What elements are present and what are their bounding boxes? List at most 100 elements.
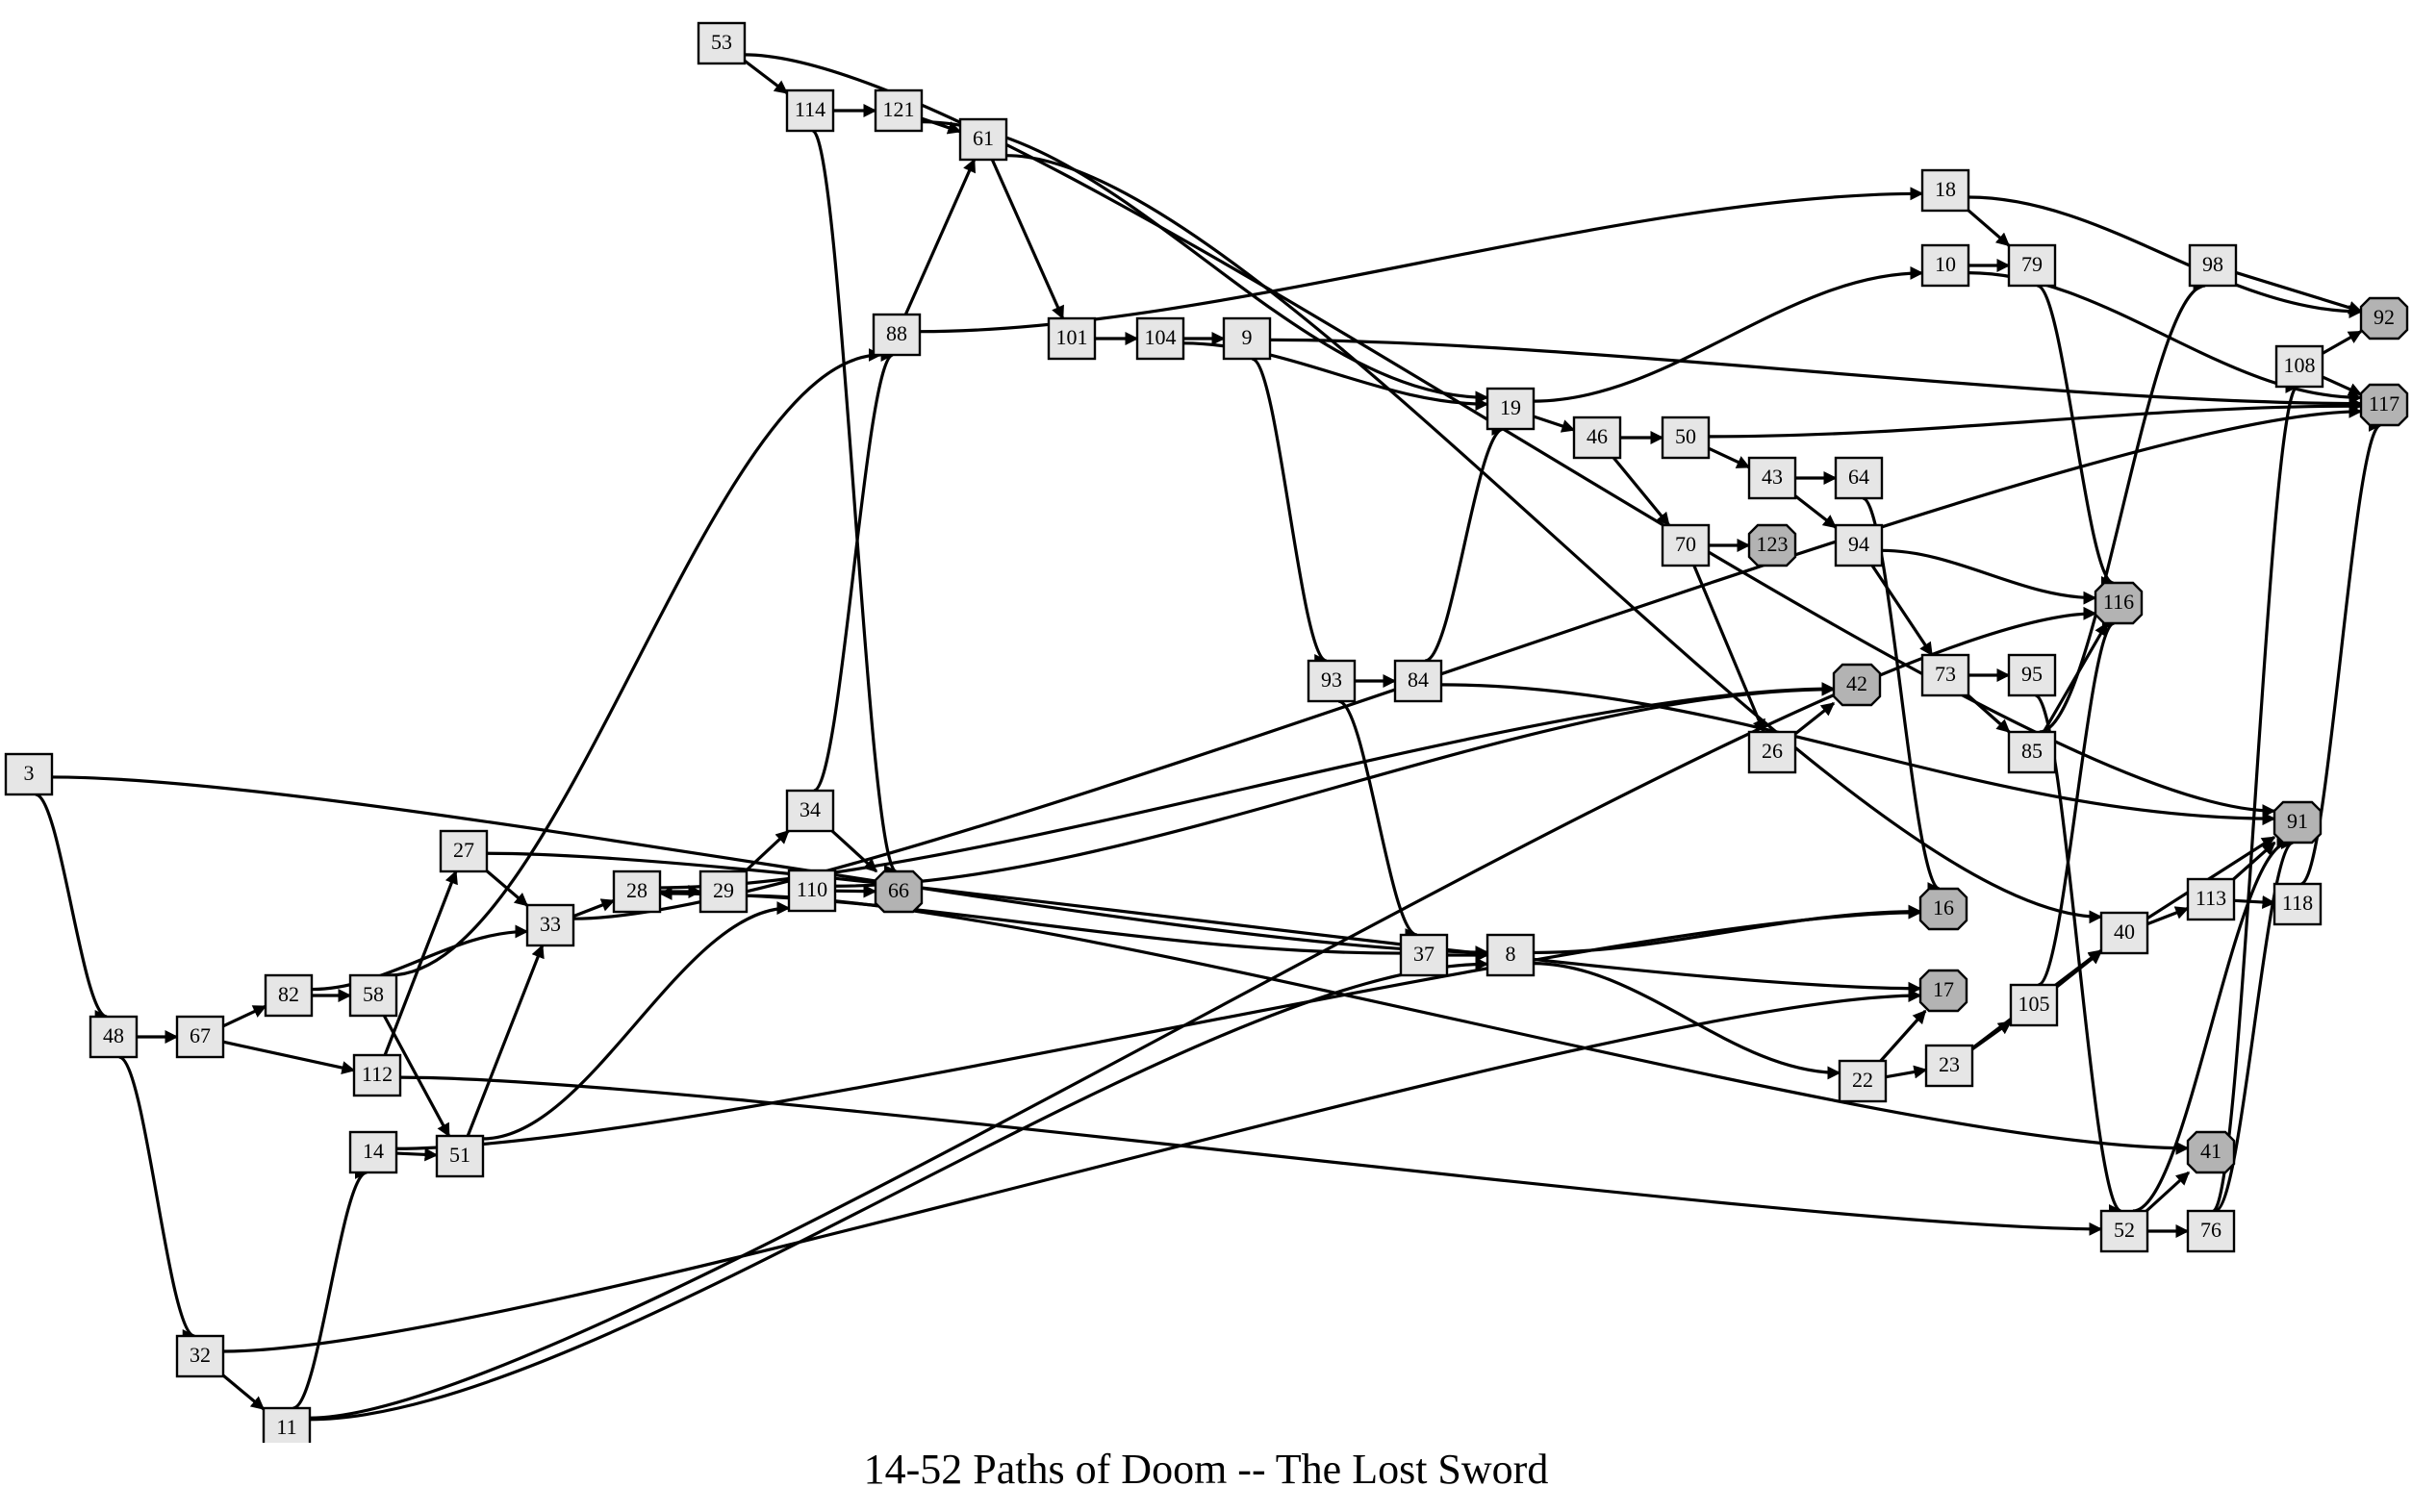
edge-94-to-73 <box>1870 565 1934 657</box>
node-label: 85 <box>2021 739 2043 763</box>
node-label: 113 <box>2196 886 2226 910</box>
node-label: 23 <box>1939 1052 1960 1076</box>
node-label: 48 <box>103 1023 124 1047</box>
edge-43-to-94 <box>1794 494 1838 529</box>
section-node-box <box>1661 523 1711 567</box>
node-label: 116 <box>2103 590 2134 614</box>
node-label: 42 <box>1846 671 1867 695</box>
section-node: 79 <box>2007 243 2057 288</box>
section-node: 108 <box>2274 344 2324 389</box>
ending-node: 123 <box>1747 523 1797 567</box>
node-label: 84 <box>1408 668 1429 692</box>
edge-19-to-10 <box>1533 265 1924 403</box>
section-node-box <box>1222 316 1272 361</box>
section-node: 9 <box>1222 316 1272 361</box>
section-node: 3 <box>4 752 54 796</box>
edge-8-to-16 <box>1533 904 1922 955</box>
edge-112-to-52 <box>399 1075 2103 1236</box>
node-label: 10 <box>1935 252 1956 276</box>
section-node-box <box>785 88 835 133</box>
section-node: 43 <box>1747 456 1797 500</box>
edge-58-to-51 <box>382 1015 451 1138</box>
edge-88-to-18 <box>919 187 1924 334</box>
section-node-box <box>1399 933 1449 977</box>
section-node: 95 <box>2007 653 2057 697</box>
ending-node: 116 <box>2094 581 2144 625</box>
edge-52-to-91 <box>2132 836 2291 1213</box>
edge-48-to-32 <box>118 1055 196 1343</box>
section-node-box <box>1485 387 1536 431</box>
edge-27-to-33 <box>485 869 529 907</box>
edge-84-to-19 <box>1424 422 1506 663</box>
node-label: 41 <box>2200 1139 2222 1163</box>
section-node-box <box>612 869 662 914</box>
edge-9-to-117 <box>1269 338 2363 411</box>
edge-33-to-117 <box>572 404 2363 920</box>
node-label: 76 <box>2200 1218 2222 1242</box>
node-label: 40 <box>2114 920 2135 944</box>
node-label: 70 <box>1675 532 1696 556</box>
node-label: 98 <box>2202 252 2223 276</box>
section-node: 101 <box>1047 316 1097 361</box>
node-label: 37 <box>1413 942 1435 966</box>
section-node: 82 <box>264 973 314 1018</box>
section-node-box <box>1135 316 1185 361</box>
section-node: 53 <box>697 21 747 65</box>
node-label: 64 <box>1848 465 1869 489</box>
node-label: 50 <box>1675 424 1696 448</box>
section-node: 46 <box>1572 416 1622 460</box>
edge-22-to-17 <box>1879 1009 1927 1063</box>
node-label: 79 <box>2021 252 2043 276</box>
ending-node-box <box>1918 969 1968 1013</box>
ending-node-box <box>2359 383 2409 427</box>
ending-node: 117 <box>2359 383 2409 427</box>
node-label: 18 <box>1935 177 1956 201</box>
node-label: 93 <box>1321 668 1342 692</box>
section-node-box <box>958 117 1008 162</box>
section-node-box <box>1924 1044 1974 1088</box>
node-label: 22 <box>1852 1068 1873 1092</box>
section-node-box <box>1838 1059 1888 1103</box>
edge-19-to-46 <box>1533 415 1576 433</box>
section-node: 40 <box>2099 911 2149 955</box>
section-node: 32 <box>175 1334 225 1378</box>
section-node-box <box>2186 1209 2236 1253</box>
node-label: 58 <box>363 982 384 1006</box>
diagram-title: 14-52 Paths of Doom -- The Lost Sword <box>863 1446 1549 1493</box>
node-label: 17 <box>1933 977 1954 1001</box>
section-node-box <box>352 1053 402 1097</box>
edge-34-to-88 <box>813 348 895 793</box>
ending-node-box <box>1747 523 1797 567</box>
edge-8-to-22 <box>1533 961 1841 1080</box>
node-label: 29 <box>713 878 734 902</box>
edge-27-to-17 <box>486 851 1922 995</box>
node-label: 110 <box>797 877 827 901</box>
section-node: 113 <box>2186 877 2236 921</box>
node-label: 43 <box>1762 465 1783 489</box>
edge-108-to-117 <box>2322 375 2363 396</box>
edge-61-to-101 <box>990 159 1065 320</box>
section-node-box <box>89 1015 139 1059</box>
node-label: 118 <box>2282 891 2313 915</box>
edge-11-to-116 <box>309 606 2097 1420</box>
section-node-box <box>1485 933 1536 977</box>
edge-67-to-82 <box>222 1004 267 1028</box>
node-label: 121 <box>883 97 915 121</box>
node-label: 73 <box>1935 662 1956 686</box>
edge-64-to-16 <box>1862 496 1942 895</box>
node-label: 92 <box>2374 305 2395 329</box>
edge-61-to-40 <box>1005 154 2103 924</box>
ending-node: 16 <box>1918 887 1968 931</box>
section-node-box <box>1047 316 1097 361</box>
node-label: 11 <box>276 1415 296 1439</box>
node-label: 94 <box>1848 532 1869 556</box>
ending-node-box <box>2094 581 2144 625</box>
section-node: 18 <box>1920 168 1970 213</box>
section-node-box <box>1920 168 1970 213</box>
edge-9-to-93 <box>1251 357 1329 668</box>
section-node-box <box>2272 882 2323 926</box>
node-label: 67 <box>190 1023 211 1047</box>
section-node-box <box>1572 416 1622 460</box>
node-label: 114 <box>795 97 825 121</box>
edge-18-to-92 <box>1968 195 2363 318</box>
